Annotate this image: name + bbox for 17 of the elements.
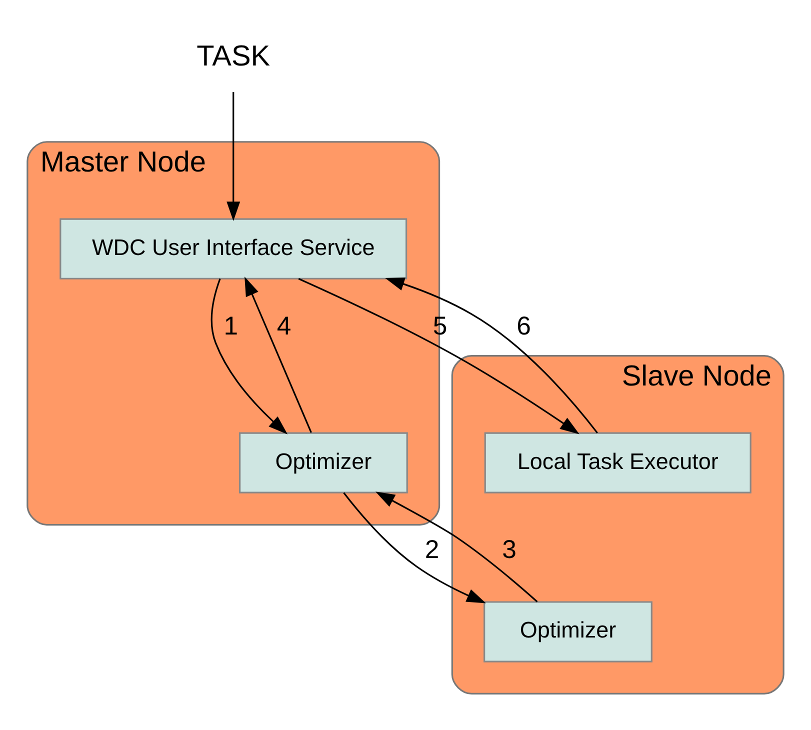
node-box: Local Task Executor (484, 432, 752, 493)
node-box: Optimizer (238, 432, 408, 493)
edge-label: 3 (502, 536, 516, 564)
arrow (210, 278, 288, 434)
edge-label: 4 (276, 312, 292, 340)
edge-label: 1 (224, 312, 238, 340)
arrow (298, 277, 580, 434)
edge-label: 2 (424, 536, 440, 564)
arrow (244, 276, 312, 432)
arrow (226, 92, 240, 220)
arrow (343, 492, 486, 603)
arrow (385, 277, 598, 433)
node-box: Optimizer (484, 600, 652, 662)
arrow (375, 491, 538, 602)
edge-label: 6 (516, 312, 531, 340)
node-box: WDC User Interface Service (60, 218, 408, 279)
node-text: TASK (196, 40, 270, 72)
